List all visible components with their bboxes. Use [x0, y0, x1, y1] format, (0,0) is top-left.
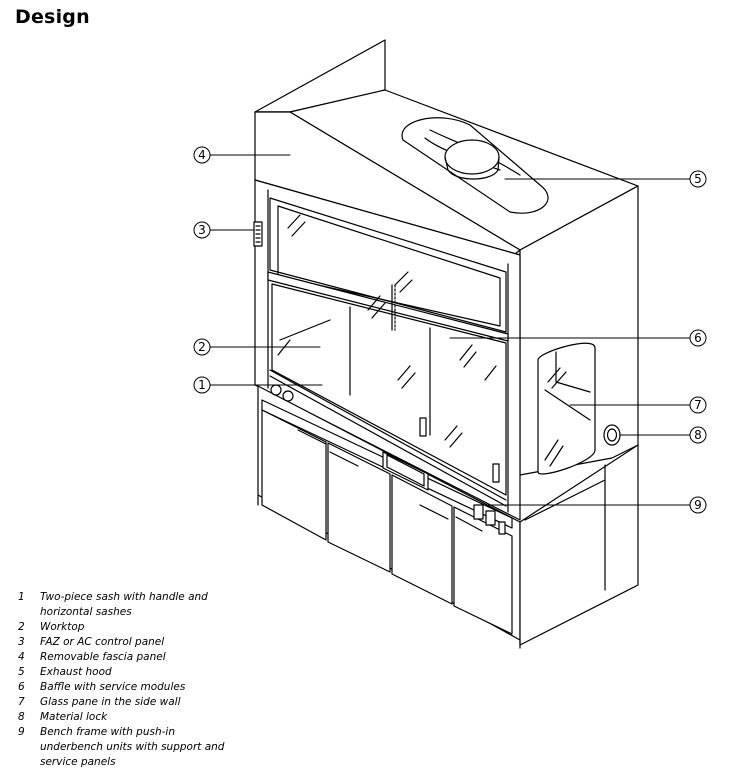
callouts: 4 3 2 1 5 6 7 8: [193, 146, 707, 514]
svg-text:1: 1: [198, 378, 206, 392]
legend-text: FAZ or AC control panel: [40, 636, 165, 648]
legend-number: 5: [18, 666, 25, 678]
callout-7: 7: [689, 396, 707, 414]
legend-item: 9 Bench frame with push-in underbench uni…: [18, 725, 240, 770]
bench-frame: [257, 384, 639, 649]
legend-text: Material lock: [40, 711, 108, 723]
legend-text: Bench frame with push-in underbench unit…: [40, 726, 225, 768]
callout-8: 8: [689, 426, 707, 444]
legend-number: 4: [18, 651, 25, 663]
callout-5: 5: [689, 170, 707, 188]
legend-number: 6: [18, 681, 25, 693]
front-frame: [254, 179, 521, 521]
callout-4: 4: [193, 146, 211, 164]
legend-text: Exhaust hood: [40, 666, 112, 678]
svg-text:5: 5: [694, 172, 702, 186]
legend-text: Removable fascia panel: [40, 651, 166, 663]
legend-item: 6 Baffle with service modules: [18, 680, 240, 695]
legend-text: Glass pane in the side wall: [40, 696, 181, 708]
side-wall: [509, 185, 639, 476]
svg-text:2: 2: [198, 340, 206, 354]
legend-item: 4 Removable fascia panel: [18, 650, 240, 665]
material-lock: [603, 424, 621, 446]
legend-number: 1: [18, 591, 25, 603]
legend-item: 8 Material lock: [18, 710, 240, 725]
svg-text:3: 3: [198, 223, 206, 237]
control-panel: [253, 221, 263, 247]
svg-text:9: 9: [694, 498, 702, 512]
legend-number: 8: [18, 711, 25, 723]
svg-text:7: 7: [694, 398, 702, 412]
exhaust-hood: [401, 117, 549, 214]
legend-text: Baffle with service modules: [40, 681, 186, 693]
callout-1: 1: [193, 376, 211, 394]
svg-text:8: 8: [694, 428, 702, 442]
callout-9: 9: [689, 496, 707, 514]
legend-item: 7 Glass pane in the side wall: [18, 695, 240, 710]
legend-list: 1 Two-piece sash with handle and horizont…: [18, 590, 240, 770]
legend-number: 9: [18, 726, 25, 738]
page-title: Design: [15, 6, 90, 28]
callout-6: 6: [689, 329, 707, 347]
legend-item: 1 Two-piece sash with handle and horizont…: [18, 590, 240, 620]
callout-3: 3: [193, 221, 211, 239]
leader-lines: [209, 154, 691, 506]
legend-item: 5 Exhaust hood: [18, 665, 240, 680]
legend-text: Two-piece sash with handle and horizonta…: [40, 591, 208, 618]
side-glass-pane: [537, 342, 596, 475]
legend-item: 2 Worktop: [18, 620, 240, 635]
callout-2: 2: [193, 338, 211, 356]
legend-item: 3 FAZ or AC control panel: [18, 635, 240, 650]
legend-text: Worktop: [40, 621, 85, 633]
svg-text:4: 4: [198, 148, 206, 162]
legend-number: 2: [18, 621, 25, 633]
legend-number: 7: [18, 696, 25, 708]
svg-text:6: 6: [694, 331, 702, 345]
legend-number: 3: [18, 636, 25, 648]
